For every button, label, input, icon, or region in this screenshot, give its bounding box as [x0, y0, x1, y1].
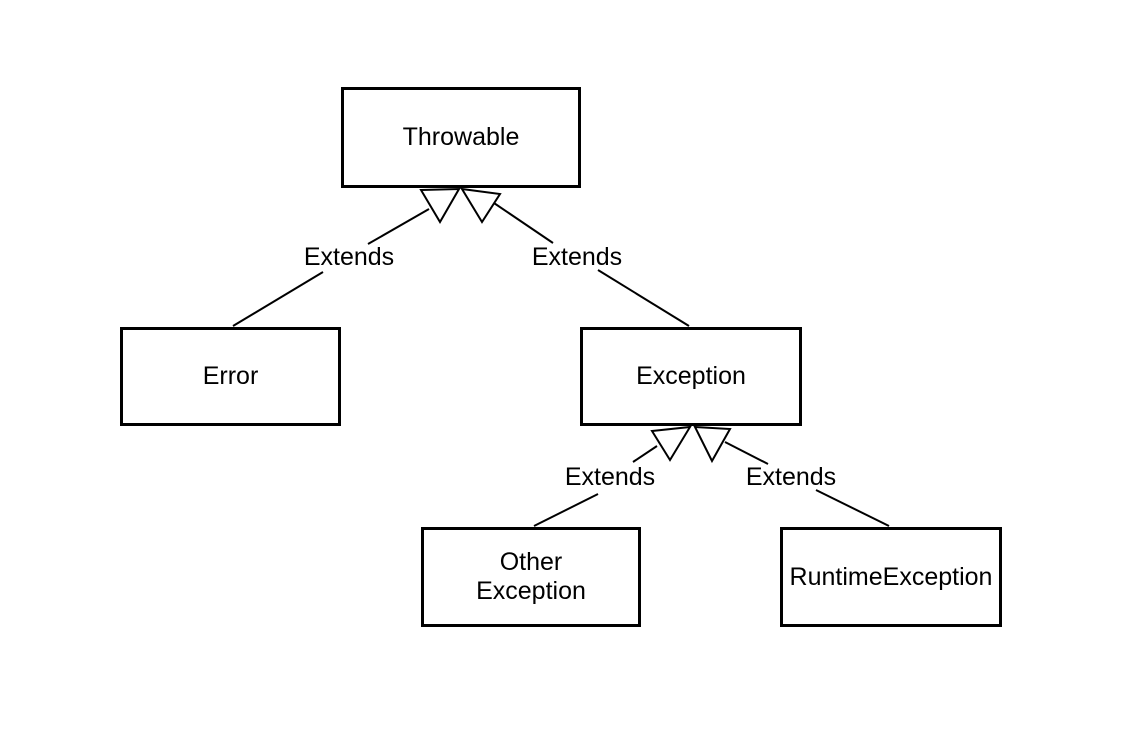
node-exception: Exception [580, 327, 802, 426]
edge-label-exception-extends: Extends [531, 243, 623, 271]
edge-line-otherexception-exception-lower [533, 493, 599, 527]
node-label: Error [202, 362, 259, 390]
node-label: Throwable [402, 123, 520, 151]
edge-line-runtimeexception-exception-lower [815, 489, 890, 527]
edge-line-otherexception-exception-upper [632, 445, 658, 463]
generalization-arrowhead-icon [460, 187, 502, 224]
edge-line-exception-throwable-lower [597, 269, 690, 327]
edge-line-error-throwable-lower [232, 271, 324, 327]
node-runtime-exception: RuntimeException [780, 527, 1002, 627]
edge-label-error-extends: Extends [303, 243, 395, 271]
edge-label-otherexception-extends: Extends [564, 463, 656, 491]
node-other-exception: Other Exception [421, 527, 641, 627]
generalization-arrowhead-icon [419, 187, 461, 224]
node-label: Exception [636, 362, 746, 390]
edge-label-runtimeexception-extends: Extends [745, 463, 837, 491]
node-label: RuntimeException [789, 562, 993, 591]
edge-line-exception-throwable-upper [490, 200, 554, 244]
edge-line-error-throwable-upper [367, 208, 430, 245]
node-error: Error [120, 327, 341, 426]
node-throwable: Throwable [341, 87, 581, 188]
generalization-arrowhead-icon [650, 425, 692, 462]
node-label: Other Exception [476, 548, 586, 605]
edge-line-runtimeexception-exception-upper [724, 441, 769, 465]
generalization-arrowhead-icon [693, 425, 732, 464]
